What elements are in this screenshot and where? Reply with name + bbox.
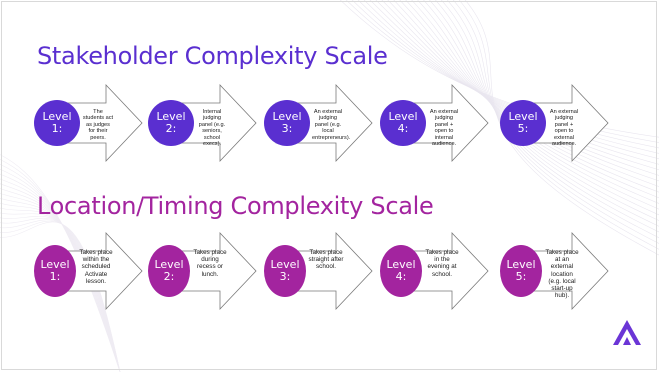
level-number: 2: — [163, 270, 175, 283]
level-number: 3: — [279, 270, 291, 283]
level-label: Level — [272, 110, 302, 124]
level-number: 1: — [51, 122, 63, 135]
level-description: An external judging panel (e.g. local en… — [312, 109, 351, 141]
location-timing-scale-title: Location/Timing Complexity Scale — [37, 192, 434, 220]
level-description: Takes place within the scheduled Activat… — [79, 249, 113, 285]
level-label: Level — [388, 110, 418, 124]
background-wave-line — [452, 0, 659, 244]
level-label: Level — [270, 258, 300, 272]
background-wave-line — [0, 217, 121, 372]
level-number: 1: — [49, 270, 61, 283]
background-wave-line — [0, 220, 121, 372]
background-wave-line — [458, 0, 659, 250]
level-description: Internal judging panel (e.g. seniors, sc… — [198, 109, 226, 148]
level-number: 4: — [395, 270, 407, 283]
level-number: 5: — [517, 122, 529, 135]
level-description: An external judging panel + open to exte… — [549, 109, 579, 148]
level-number: 2: — [165, 122, 177, 135]
background-wave-line — [0, 221, 121, 372]
arrow-a-logo-icon — [613, 320, 641, 345]
level-description: Takes place in the evening at school. — [425, 249, 459, 278]
logo-outer-stroke — [613, 320, 641, 345]
level-description: Takes place straight after school. — [308, 249, 344, 271]
background-wave-line — [0, 178, 121, 372]
background-wave-line — [0, 202, 121, 372]
background-wave-line — [0, 188, 121, 372]
stakeholder-scale-title: Stakeholder Complexity Scale — [37, 42, 388, 70]
background-wave-line — [0, 215, 121, 372]
background-wave-line — [464, 0, 659, 256]
level-number: 4: — [397, 122, 409, 135]
level-number: 5: — [515, 270, 527, 283]
background-wave-line — [446, 0, 659, 238]
level-number: 3: — [281, 122, 293, 135]
background-wave-line — [0, 183, 121, 372]
logo-inner-stroke — [623, 337, 631, 345]
level-label: Level — [154, 258, 184, 272]
level-label: Level — [386, 258, 416, 272]
background-wave-line — [0, 197, 121, 372]
background-wave-line — [0, 193, 121, 372]
level-description: An external judging panel + open to inte… — [429, 109, 459, 148]
level-description: The students act as judges for their pee… — [82, 109, 114, 141]
level-label: Level — [508, 110, 538, 124]
level-label: Level — [40, 258, 70, 272]
background-wave-line — [0, 212, 121, 372]
level-description: Takes place at an external location (e.g… — [545, 249, 579, 300]
level-label: Level — [156, 110, 186, 124]
level-label: Level — [506, 258, 536, 272]
background-wave-line — [440, 0, 659, 233]
background-wave-line — [0, 219, 121, 372]
level-description: Takes place during recess or lunch. — [193, 249, 227, 278]
background-wave-line — [0, 207, 121, 372]
level-label: Level — [42, 110, 72, 124]
